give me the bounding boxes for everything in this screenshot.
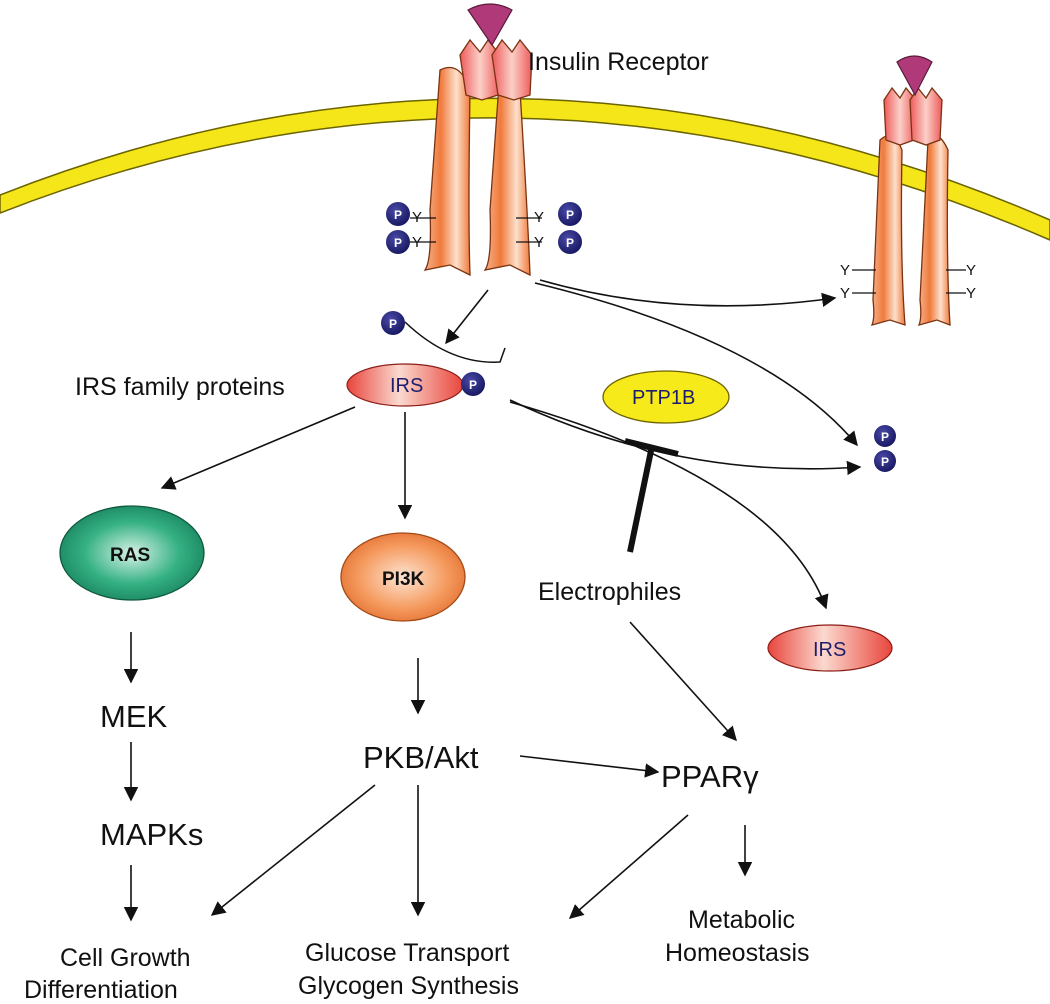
insulin-ligand [467,3,513,47]
y-label: Y [412,234,422,251]
metabolic-label: Metabolic [688,906,795,934]
p-label: P [881,430,889,444]
phosphate-icon [558,202,582,226]
differentiation-label: Differentiation [24,976,178,1004]
receptor-phospho-sites: P P P P Y Y Y Y [386,202,582,254]
phosphate-icon [461,372,485,396]
irs-label: IRS [390,375,423,397]
p-label: P [566,236,574,250]
irs-free-label: IRS [813,639,846,661]
insulin-receptor-label: Insulin Receptor [528,48,709,76]
ras-label: RAS [110,545,150,566]
ras-node [59,505,205,601]
glycogen-synthesis-label: Glycogen Synthesis [298,972,519,1000]
y-label: Y [534,234,544,251]
phosphate-icon [386,202,410,226]
mapks-label: MAPKs [100,817,203,852]
pi3k-node [340,532,466,622]
y-label: Y [412,209,422,226]
y-label: Y [840,285,850,302]
p-label: P [394,208,402,222]
insulin-receptor-inactive [870,55,951,326]
cell-membrane [0,97,1050,241]
p-label: P [389,317,397,331]
p-label: P [566,208,574,222]
ptp1b-label: PTP1B [632,387,695,409]
pkb-akt-label: PKB/Akt [363,740,479,775]
irs-family-label: IRS family proteins [75,373,285,401]
y-label: Y [966,285,976,302]
y-label: Y [840,262,850,279]
insulin-receptor-active [423,3,533,277]
glucose-transport-label: Glucose Transport [305,939,509,967]
y-label: Y [966,262,976,279]
homeostasis-label: Homeostasis [665,939,810,967]
receptor2-sites: Y Y Y Y [840,262,976,302]
phosphate-icon [381,311,405,335]
inhibition-bar [627,445,655,553]
mek-label: MEK [100,699,168,734]
electrophiles-label: Electrophiles [538,578,681,606]
p-label: P [469,378,477,392]
cell-growth-label: Cell Growth [60,944,191,972]
p-label: P [881,455,889,469]
y-label: Y [534,209,544,226]
arrows [123,279,862,922]
phosphate-icon [386,230,410,254]
ppar-gamma-label: PPARγ [661,759,759,794]
released-phosphates: P P [874,425,896,472]
insulin-ligand-2 [896,55,933,97]
irs-free-node [767,624,893,672]
ptp1b-node [602,370,730,424]
phosphate-icon [874,450,896,472]
p-label: P [394,236,402,250]
pi3k-label: PI3K [382,569,425,590]
phosphate-icon [558,230,582,254]
phosphate-icon [874,425,896,447]
